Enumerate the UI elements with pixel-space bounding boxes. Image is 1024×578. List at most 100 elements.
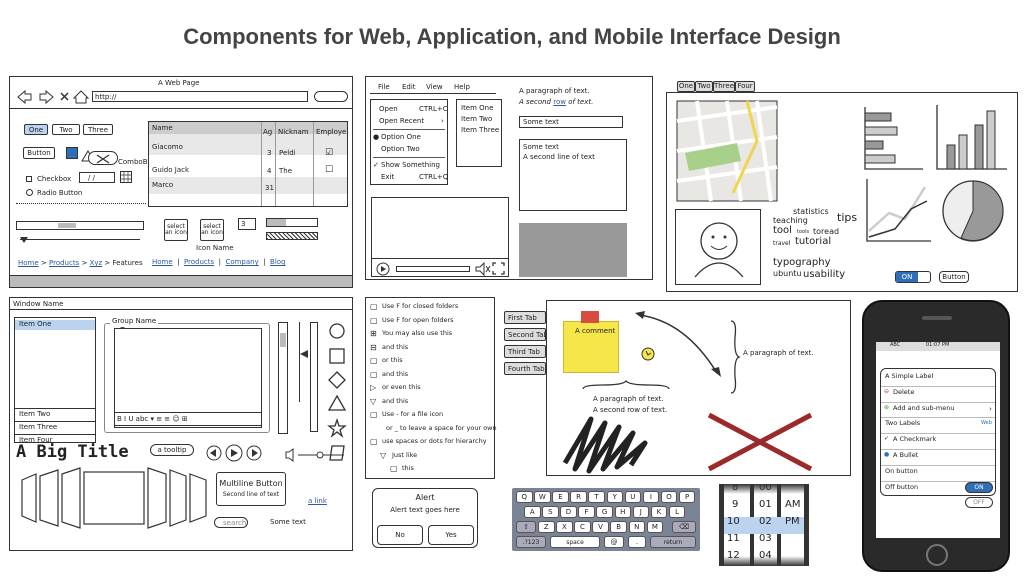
picker-minute[interactable]: 02 [759,516,772,527]
list-item[interactable]: Item Four [19,436,53,444]
keyboard-key[interactable]: M [646,521,664,533]
vtab-second[interactable]: Second Tab [504,328,548,341]
tab-three[interactable]: Three [83,124,113,135]
return-key[interactable]: return [650,536,696,548]
space-key[interactable]: space [550,536,600,548]
keyboard-key[interactable]: Y [606,491,623,503]
phone-row-label[interactable]: On button [885,466,918,475]
toggle-switch[interactable]: ON [895,271,931,283]
volume-slider-icon[interactable] [285,448,346,462]
volume-icon[interactable] [475,261,491,277]
table-row[interactable]: Marco [152,181,174,189]
list-item[interactable]: Item One [461,104,494,112]
tree-item[interactable]: and this [382,342,409,351]
phone-row-label[interactable]: A Checkmark [893,435,937,444]
numbers-key[interactable]: .?123 [516,536,546,548]
keyboard-key[interactable]: I [642,491,660,503]
phone-row-label[interactable]: A Bullet [893,451,919,459]
text-input[interactable]: Some text [519,116,623,128]
time-picker[interactable]: 800901AM1002PM11031204 [719,484,809,566]
list-item[interactable]: Item Two [19,410,51,418]
tree-item[interactable]: Just like [392,450,418,459]
table-row[interactable]: Guido Jack [152,166,190,174]
nav-arrows-icon[interactable] [16,89,96,105]
url-input[interactable]: http:// [92,91,308,102]
keyboard-key[interactable]: F [578,506,595,518]
date-field[interactable]: / / [79,172,115,183]
table-row[interactable]: Giacomo [152,143,183,151]
video-player[interactable] [371,197,509,277]
media-controls-icon[interactable] [206,444,272,462]
alert-no-button[interactable]: No [377,525,423,545]
tree-item[interactable]: use spaces or dots for hierarchy [382,437,487,445]
keyboard-key[interactable]: T [588,491,605,503]
text-link[interactable]: a link [308,497,327,505]
slider-track[interactable] [20,239,140,240]
keyboard-key[interactable]: O [660,491,678,503]
phone-row-label[interactable]: Delete [893,387,915,396]
keyboard-key[interactable]: R [570,491,587,503]
tree-item[interactable]: and this [382,369,409,378]
tree-item[interactable]: and this [382,396,409,405]
search-field[interactable] [314,91,348,102]
tree-item[interactable]: or even this [382,383,421,391]
rich-text-editor[interactable] [114,328,262,428]
calendar-icon[interactable] [120,171,132,183]
list-item[interactable]: Item Three [461,126,500,134]
keyboard-key[interactable]: Q [516,491,533,503]
phone-row-label[interactable]: Off button [885,482,919,491]
item-list[interactable]: Item One Item Two Item Three Item Four [14,317,96,444]
play-icon[interactable] [376,262,390,276]
picker-ampm[interactable]: PM [785,516,800,527]
tree-item[interactable]: Use F for open folders [382,315,454,324]
picker-hour[interactable]: 12 [727,550,740,562]
tree-item[interactable]: Use - for a file icon [382,410,444,418]
keyboard-key[interactable]: A [524,506,541,518]
seek-bar[interactable] [396,266,470,272]
checkbox[interactable] [26,176,32,182]
keyboard-key[interactable]: G [596,506,613,518]
tab-one[interactable]: One [24,124,48,135]
cover-flow-icon[interactable] [18,467,210,529]
tree-item[interactable]: or _ to leave a space for your own [386,423,497,432]
fullscreen-icon[interactable] [492,262,505,275]
color-picker[interactable] [66,147,78,159]
slider-thumb[interactable] [20,235,28,243]
vtab-third[interactable]: Third Tab [504,345,546,358]
keyboard-key[interactable]: C [574,521,591,533]
tree-item[interactable]: You may also use this [382,329,453,337]
tree-item[interactable]: Use F for closed folders [382,302,459,310]
tree-item[interactable]: or this [382,356,403,364]
tab-two[interactable]: Two [52,124,80,135]
dot-key[interactable]: . [628,536,646,548]
vertical-scrollbar[interactable] [278,322,288,434]
button[interactable]: Button [23,147,55,159]
list-item[interactable]: Item Three [19,423,58,431]
picker-minute[interactable]: 03 [759,533,772,544]
list-item[interactable]: Item One [15,320,95,330]
keyboard-key[interactable]: D [560,506,577,518]
keyboard-key[interactable]: B [610,521,627,533]
keyboard-key[interactable]: K [650,506,668,518]
list-box[interactable]: Item One Item Two Item Three [456,99,502,167]
phone-on-switch[interactable]: ON [965,482,993,493]
picker-hour[interactable]: 11 [727,533,740,544]
keyboard-key[interactable]: W [534,491,551,503]
sticky-note[interactable] [563,321,619,373]
keyboard-key[interactable]: S [542,506,559,518]
keyboard-key[interactable]: E [552,491,569,503]
keyboard-key[interactable]: L [668,506,686,518]
picker-minute[interactable]: 01 [759,499,772,510]
phone-row-label[interactable]: A Simple Label [885,372,934,380]
horizontal-scrollbar[interactable] [16,221,144,230]
keyboard-key[interactable]: P [678,491,696,503]
map-button[interactable]: Button [939,271,969,283]
keyboard-key[interactable]: H [614,506,631,518]
icon-select-2[interactable]: select an icon [200,219,224,241]
keyboard-key[interactable]: X [556,521,573,533]
picker-ampm[interactable]: AM [785,499,801,510]
home-button[interactable] [926,544,948,566]
picker-minute[interactable]: 04 [759,550,772,562]
keyboard-key[interactable]: Z [538,521,555,533]
phone-off-switch[interactable]: OFF [965,497,993,508]
